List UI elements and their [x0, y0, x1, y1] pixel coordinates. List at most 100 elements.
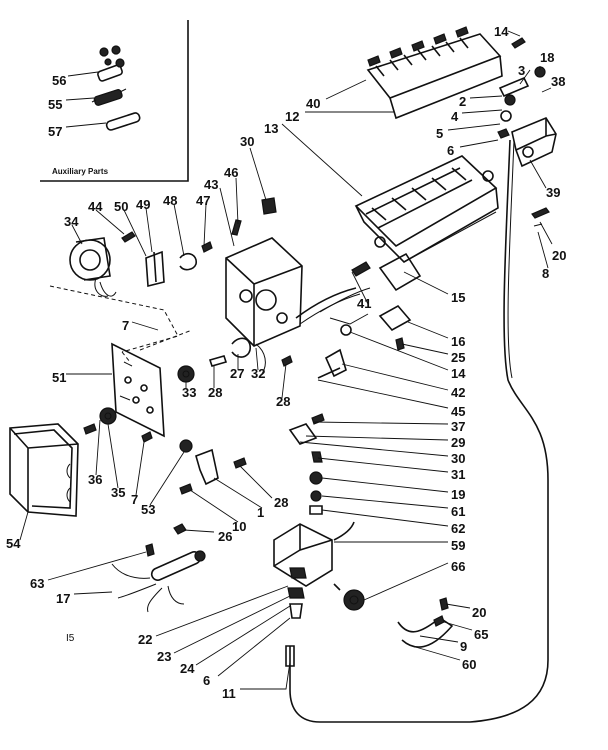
front-cap — [83, 407, 153, 443]
callout-61: 61 — [451, 504, 465, 519]
callout-29: 29 — [451, 435, 465, 450]
callout-9: 9 — [460, 639, 467, 654]
callout-41: 41 — [357, 296, 371, 311]
callout-16: 16 — [451, 334, 465, 349]
switch-bracket — [340, 304, 412, 351]
fill-tube — [289, 139, 549, 723]
callout-24: 24 — [180, 661, 195, 676]
callout-36: 36 — [88, 472, 102, 487]
callout-28: 28 — [274, 495, 288, 510]
callout-8: 8 — [542, 266, 549, 281]
callout-60: 60 — [462, 657, 476, 672]
callout-53: 53 — [141, 502, 155, 517]
callout-7: 7 — [131, 492, 138, 507]
callout-54: 54 — [6, 536, 21, 551]
callout-46: 46 — [224, 165, 238, 180]
wiring-harness — [49, 285, 193, 363]
callout-40: 40 — [306, 96, 320, 111]
callout-11: 11 — [222, 686, 236, 701]
callout-23: 23 — [157, 649, 171, 664]
callout-33: 33 — [182, 385, 196, 400]
valve-seals — [309, 471, 323, 515]
callout-55: 55 — [48, 97, 62, 112]
callout-43: 43 — [204, 177, 218, 192]
callout-7: 7 — [122, 318, 129, 333]
callout-47: 47 — [196, 193, 210, 208]
callout-2: 2 — [459, 94, 466, 109]
page-code: I5 — [66, 633, 75, 644]
callout-57: 57 — [48, 124, 62, 139]
gear-and-cam — [145, 241, 213, 288]
callout-44: 44 — [88, 199, 103, 214]
callout-6: 6 — [447, 143, 454, 158]
callout-5: 5 — [436, 126, 443, 141]
callout-20: 20 — [552, 248, 566, 263]
auxiliary-parts-title: Auxiliary Parts — [52, 167, 109, 176]
callout-10: 10 — [232, 519, 246, 534]
callout-30: 30 — [240, 134, 254, 149]
callout-35: 35 — [111, 485, 125, 500]
part-55-fitting — [91, 88, 127, 106]
upper-right-parts — [497, 37, 557, 227]
callout-27: 27 — [230, 366, 244, 381]
inlet-tube-end — [285, 645, 295, 667]
callout-20: 20 — [472, 605, 486, 620]
callout-1: 1 — [257, 505, 264, 520]
callout-48: 48 — [163, 193, 177, 208]
leader-lines — [19, 30, 553, 690]
callout-50: 50 — [114, 199, 128, 214]
callout-34: 34 — [64, 214, 79, 229]
wire-harness-17 — [111, 543, 206, 613]
callout-13: 13 — [264, 121, 278, 136]
callout-31: 31 — [451, 467, 465, 482]
callout-15: 15 — [451, 290, 465, 305]
callout-45: 45 — [451, 404, 465, 419]
callout-51: 51 — [52, 370, 66, 385]
callout-12: 12 — [285, 109, 299, 124]
part-57-sleeve — [105, 112, 141, 131]
shutoff-arm — [317, 348, 347, 379]
callout-17: 17 — [56, 591, 70, 606]
callout-26: 26 — [218, 529, 232, 544]
callout-32: 32 — [251, 366, 265, 381]
callout-28: 28 — [276, 394, 290, 409]
callout-18: 18 — [540, 50, 554, 65]
callout-22: 22 — [138, 632, 152, 647]
shutoff-lever-parts — [179, 439, 247, 495]
heater-wire — [319, 287, 371, 325]
callout-66: 66 — [451, 559, 465, 574]
callout-25: 25 — [451, 350, 465, 365]
callout-49: 49 — [136, 197, 150, 212]
callout-4: 4 — [451, 109, 459, 124]
part-26-clip — [173, 523, 187, 535]
callout-42: 42 — [451, 385, 465, 400]
callout-6: 6 — [203, 673, 210, 688]
callout-39: 39 — [546, 185, 560, 200]
callout-37: 37 — [451, 419, 465, 434]
ice-ejector-comb — [366, 26, 503, 120]
callout-14: 14 — [451, 366, 466, 381]
front-cover — [9, 423, 79, 517]
callout-56: 56 — [52, 73, 66, 88]
inlet-fitting — [397, 597, 454, 648]
water-valve — [273, 521, 355, 619]
solenoid-coil — [333, 583, 365, 611]
callout-28: 28 — [208, 385, 222, 400]
mounting-plate — [111, 342, 165, 438]
callout-62: 62 — [451, 521, 465, 536]
auxiliary-parts-box: Auxiliary Parts — [40, 20, 189, 182]
callout-19: 19 — [451, 487, 465, 502]
callout-30: 30 — [451, 451, 465, 466]
callout-38: 38 — [551, 74, 565, 89]
callout-65: 65 — [474, 627, 488, 642]
callout-59: 59 — [451, 538, 465, 553]
callout-63: 63 — [30, 576, 44, 591]
part-56-plug — [97, 45, 125, 82]
fill-cup-assembly — [295, 252, 422, 325]
ice-mold-tray — [354, 155, 499, 263]
callout-3: 3 — [518, 63, 525, 78]
switch-parts — [288, 413, 325, 463]
callout-14: 14 — [494, 24, 509, 39]
